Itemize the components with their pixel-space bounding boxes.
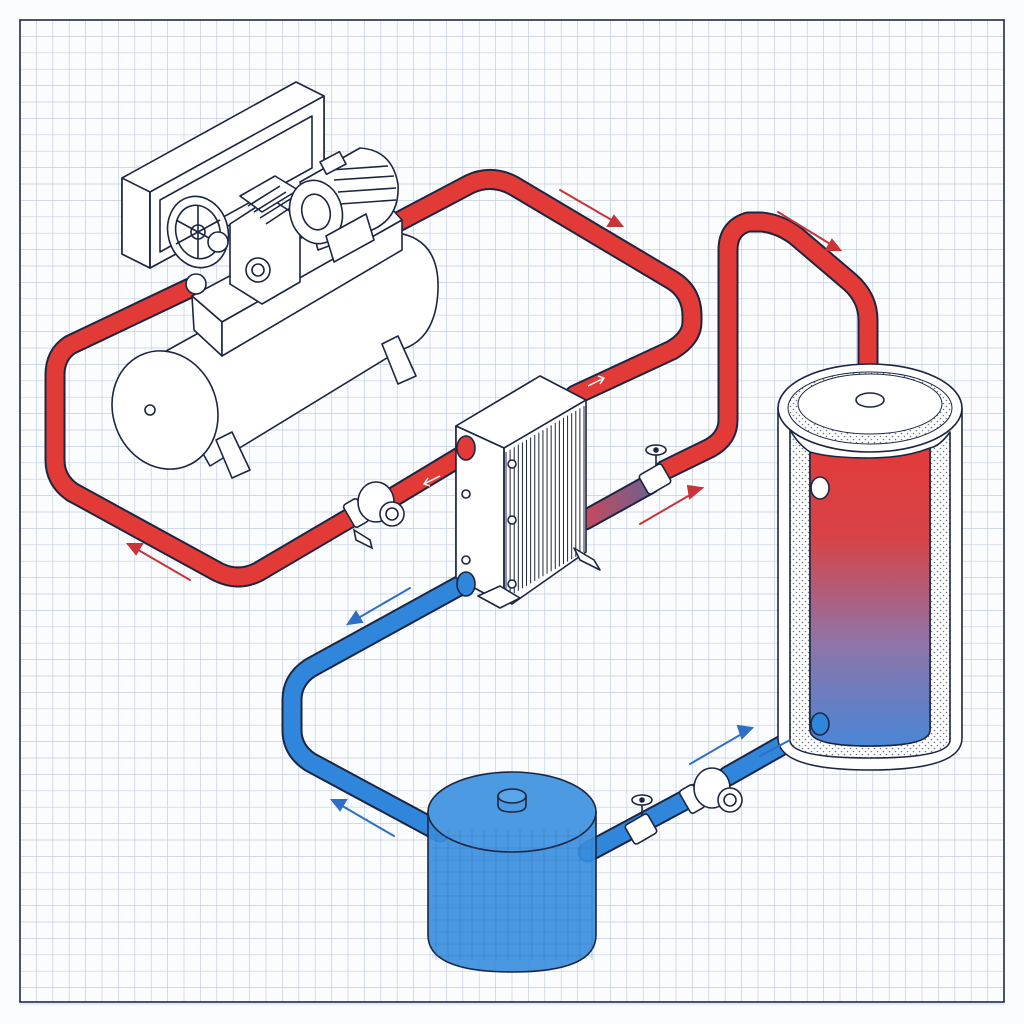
air-compressor (111, 81, 439, 479)
flow-arrows (125, 189, 843, 837)
check-valve-compressor-loop (342, 481, 405, 550)
compressor-pump-head (229, 175, 301, 305)
flywheel-icon (166, 195, 230, 269)
cold-water-buffer-tank (427, 771, 597, 973)
flow-arrow-cold-4 (759, 739, 791, 757)
flow-arrow-hot-4 (639, 484, 705, 525)
flow-arrow-hot-3 (125, 543, 191, 581)
gate-valve-hot-outlet (638, 444, 672, 495)
flow-arrow-hot-2 (777, 211, 843, 251)
flow-arrow-hot-1 (559, 189, 625, 227)
plate-heat-exchanger (455, 375, 601, 609)
electric-motor-icon (288, 147, 399, 263)
hot-pipe-loop-compressor (44, 169, 703, 588)
check-valve-cold-return (678, 767, 743, 814)
heat-exchanger-hot-outlet (574, 473, 661, 531)
gate-valve-cold-return (624, 794, 658, 845)
compressor-receiver-tank (111, 231, 439, 479)
flow-arrow-cold-1 (345, 587, 411, 626)
flow-arrow-cold-3 (689, 724, 755, 765)
flow-arrow-cold-2 (329, 799, 395, 837)
pipe-direction-marks (422, 375, 606, 487)
hot-pipe-to-storage-tank (654, 211, 879, 481)
frame-border (19, 19, 1005, 1003)
hot-water-storage-tank (777, 363, 963, 771)
